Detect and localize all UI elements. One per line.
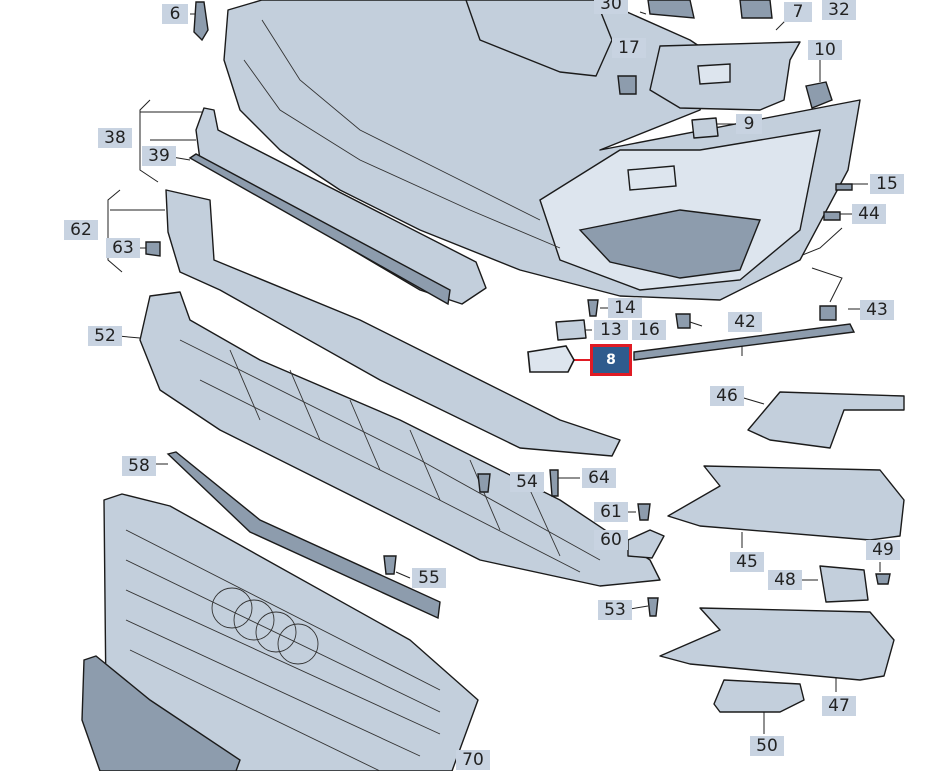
callout-13[interactable]: 13 xyxy=(594,320,628,340)
part-9-sensor[interactable] xyxy=(691,117,719,139)
callout-62[interactable]: 62 xyxy=(64,220,98,240)
part-17-clip[interactable] xyxy=(617,75,637,95)
part-49-screw[interactable] xyxy=(875,573,891,585)
callout-48[interactable]: 48 xyxy=(768,570,802,590)
callout-63[interactable]: 63 xyxy=(106,238,140,258)
part-15-screw[interactable] xyxy=(835,183,853,191)
part-8-cover-cap[interactable] xyxy=(527,345,575,373)
callout-16[interactable]: 16 xyxy=(632,320,666,340)
callout-47[interactable]: 47 xyxy=(822,696,856,716)
part-63-clip[interactable] xyxy=(145,241,161,257)
callout-14[interactable]: 14 xyxy=(608,298,642,318)
part-upper-grille-strip[interactable] xyxy=(465,0,613,77)
callout-49[interactable]: 49 xyxy=(866,540,900,560)
part-7-bracket[interactable] xyxy=(649,41,801,111)
part-55-screw[interactable] xyxy=(383,555,397,575)
part-13-holder[interactable] xyxy=(555,319,587,341)
callout-55[interactable]: 55 xyxy=(412,568,446,588)
part-46-bracket[interactable] xyxy=(747,391,905,449)
part-43-clip[interactable] xyxy=(819,305,837,321)
callout-50[interactable]: 50 xyxy=(750,736,784,756)
callout-53[interactable]: 53 xyxy=(598,600,632,620)
part-10-clip[interactable] xyxy=(805,81,833,109)
callout-44[interactable]: 44 xyxy=(852,204,886,224)
part-62-lower-support[interactable] xyxy=(165,189,621,457)
callout-42[interactable]: 42 xyxy=(728,312,762,332)
callout-39[interactable]: 39 xyxy=(142,146,176,166)
callout-15[interactable]: 15 xyxy=(870,174,904,194)
part-44-screw[interactable] xyxy=(823,211,841,221)
part-39-seal-strip[interactable] xyxy=(188,153,451,306)
part-32-clip[interactable] xyxy=(739,0,773,19)
callout-10[interactable]: 10 xyxy=(808,40,842,60)
part-14-screw[interactable] xyxy=(587,299,599,317)
callout-8-selected[interactable]: 8 xyxy=(590,344,632,376)
part-53-screw[interactable] xyxy=(647,597,659,617)
part-48-sensor[interactable] xyxy=(819,565,869,603)
part-58-seal-strip[interactable] xyxy=(166,451,441,620)
part-64-rivet[interactable] xyxy=(549,469,559,497)
callout-17[interactable]: 17 xyxy=(612,38,646,58)
callout-54[interactable]: 54 xyxy=(510,472,544,492)
callout-61[interactable]: 61 xyxy=(594,502,628,522)
part-47-grille-trim[interactable] xyxy=(659,607,895,681)
callout-43[interactable]: 43 xyxy=(860,300,894,320)
callout-58[interactable]: 58 xyxy=(122,456,156,476)
callout-9[interactable]: 9 xyxy=(736,114,762,134)
callout-30[interactable]: 30 xyxy=(594,0,628,14)
part-45-grille-trim[interactable] xyxy=(667,465,905,541)
part-6-trim-clip[interactable] xyxy=(193,1,209,42)
callout-7[interactable]: 7 xyxy=(784,2,812,22)
part-38-impact-absorber[interactable] xyxy=(195,107,487,305)
callout-38[interactable]: 38 xyxy=(98,128,132,148)
callout-32[interactable]: 32 xyxy=(822,0,856,20)
part-30-bracket[interactable] xyxy=(647,0,695,19)
callout-60[interactable]: 60 xyxy=(594,530,628,550)
callout-45[interactable]: 45 xyxy=(730,552,764,572)
callout-64[interactable]: 64 xyxy=(582,468,616,488)
callout-6[interactable]: 6 xyxy=(162,4,188,24)
part-54-screw[interactable] xyxy=(477,473,491,493)
part-lower-grille-insert[interactable] xyxy=(81,655,241,771)
part-52-underbody-guard[interactable] xyxy=(139,291,661,587)
callout-70[interactable]: 70 xyxy=(456,750,490,770)
part-50-cover[interactable] xyxy=(713,679,805,713)
callout-46[interactable]: 46 xyxy=(710,386,744,406)
part-61-screw[interactable] xyxy=(637,503,651,521)
part-16-clip[interactable] xyxy=(675,313,691,329)
part-60-bracket[interactable] xyxy=(627,529,665,559)
callout-52[interactable]: 52 xyxy=(88,326,122,346)
part-42-trim-strip[interactable] xyxy=(633,323,856,361)
